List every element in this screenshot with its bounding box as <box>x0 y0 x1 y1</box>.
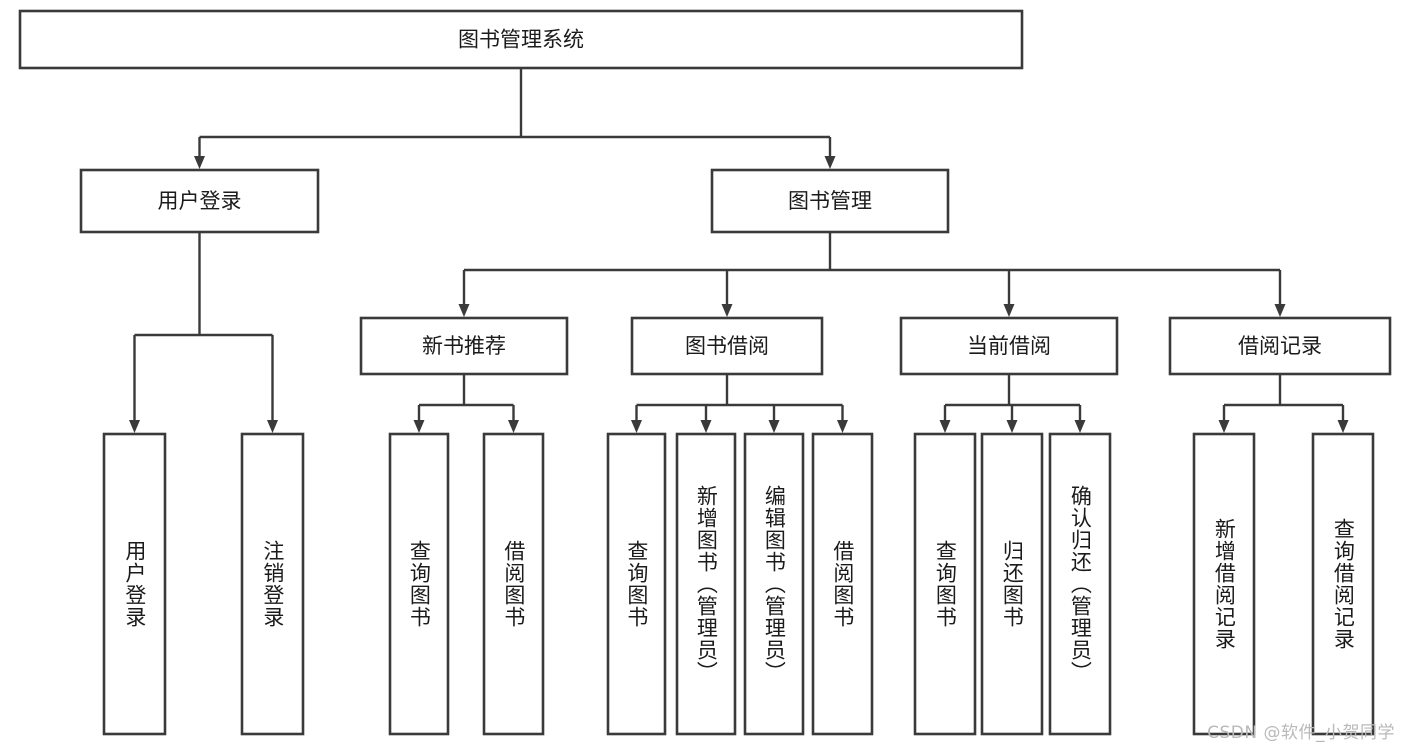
node-rect <box>482 432 545 736</box>
node-rect <box>1048 432 1112 736</box>
arrow-head-icon <box>939 420 951 433</box>
node-leaf-box[interactable] <box>980 432 1044 736</box>
node-leaf-box[interactable] <box>1192 432 1256 736</box>
node-box[interactable] <box>899 316 1119 376</box>
node-box[interactable] <box>18 9 1024 70</box>
node-leaf-box[interactable] <box>811 432 874 736</box>
node-box[interactable] <box>79 168 320 234</box>
node-leaf-box[interactable] <box>388 432 450 736</box>
arrow-head-icon <box>700 420 712 433</box>
arrow-head-icon <box>458 304 470 317</box>
arrow-head-icon <box>631 420 642 433</box>
node-rect <box>811 432 874 736</box>
node-rect <box>359 316 569 376</box>
node-rect <box>388 432 450 736</box>
node-leaf-box[interactable] <box>913 432 977 736</box>
node-leaf-box[interactable] <box>482 432 545 736</box>
arrow-head-icon <box>837 420 848 433</box>
node-rect <box>1192 432 1256 736</box>
node-box[interactable] <box>359 316 569 376</box>
node-label: 图书管理系统 <box>458 28 584 52</box>
node-rect <box>913 432 977 736</box>
node-label: 图书借阅 <box>685 334 769 358</box>
arrow-head-icon <box>721 304 733 317</box>
arrow-head-icon <box>1003 304 1015 317</box>
arrow-head-icon <box>1006 420 1018 433</box>
node-rect <box>606 432 667 736</box>
arrow-head-icon <box>267 420 278 433</box>
arrow-head-icon <box>1337 420 1349 433</box>
watermark-text: CSDN @软件_小贺同学 <box>1207 723 1395 743</box>
node-label: 当前借阅 <box>967 334 1051 358</box>
arrow-head-icon <box>508 420 519 433</box>
node-rect <box>79 168 320 234</box>
arrow-head-icon <box>768 420 780 433</box>
node-label: 新书推荐 <box>422 334 506 358</box>
node-leaf-box[interactable] <box>1311 432 1375 736</box>
arrow-head-icon <box>824 156 836 169</box>
arrow-head-icon <box>1218 420 1230 433</box>
node-leaf-box[interactable] <box>102 432 167 736</box>
arrow-head-icon <box>413 420 425 433</box>
node-label: 借阅记录 <box>1238 334 1322 358</box>
node-rect <box>743 432 805 736</box>
arrow-head-icon <box>1074 420 1086 433</box>
arrow-head-icon <box>1274 304 1286 317</box>
node-rect <box>1311 432 1375 736</box>
node-leaf-box[interactable] <box>675 432 737 736</box>
node-rect <box>980 432 1044 736</box>
node-rect <box>18 9 1024 70</box>
node-label: 用户登录 <box>158 189 242 213</box>
node-rect <box>240 432 305 736</box>
node-label: 图书管理 <box>788 189 872 213</box>
node-leaf-box[interactable] <box>606 432 667 736</box>
arrow-head-icon <box>194 156 205 169</box>
node-leaf-box[interactable] <box>743 432 805 736</box>
node-rect <box>102 432 167 736</box>
node-leaf-box[interactable] <box>1048 432 1112 736</box>
node-leaf-box[interactable] <box>240 432 305 736</box>
node-rect <box>899 316 1119 376</box>
node-rect <box>675 432 737 736</box>
arrow-head-icon <box>129 420 140 433</box>
